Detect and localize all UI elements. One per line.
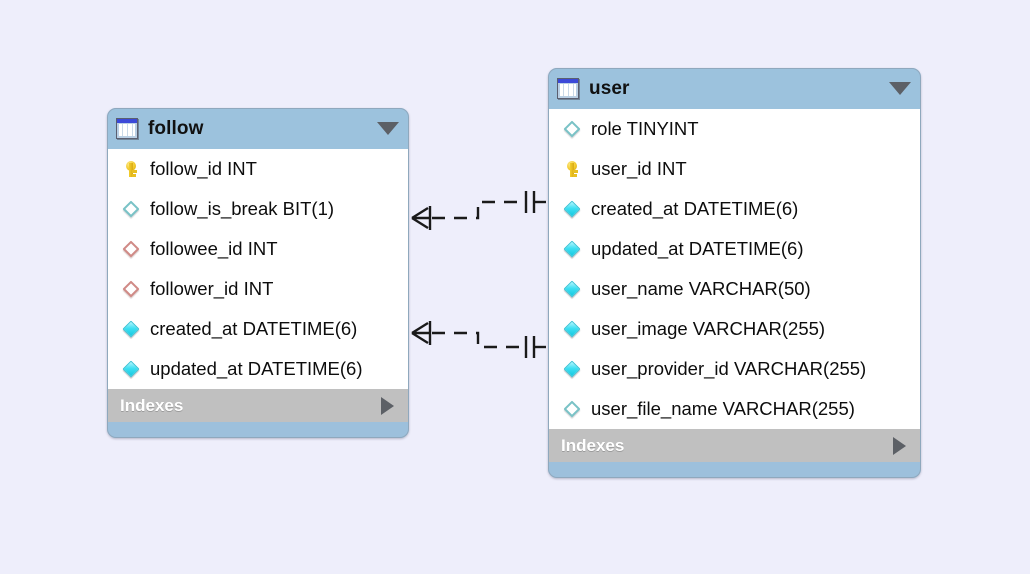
- column-label: follow_is_break BIT(1): [150, 198, 335, 219]
- column-label: user_image VARCHAR(255): [591, 318, 826, 339]
- nullable-diamond-icon: [120, 199, 141, 220]
- foreign-key-diamond-icon: [120, 279, 141, 300]
- notnull-diamond-icon: [561, 279, 582, 300]
- table-row[interactable]: follow_id INT: [108, 149, 408, 189]
- table-user-indexes[interactable]: Indexes: [548, 429, 921, 462]
- table-user[interactable]: user role TINYINT user_id INT created_at…: [548, 68, 921, 478]
- table-follow-footer: [107, 422, 409, 438]
- notnull-diamond-icon: [561, 199, 582, 220]
- column-label: created_at DATETIME(6): [591, 198, 799, 219]
- table-follow-header[interactable]: follow: [107, 108, 409, 149]
- table-row[interactable]: follower_id INT: [108, 269, 408, 309]
- relationship-followee-user: [411, 191, 546, 230]
- one-and-only-one-marker: [524, 191, 536, 213]
- table-row[interactable]: user_id INT: [549, 149, 920, 189]
- column-label: updated_at DATETIME(6): [150, 358, 363, 379]
- relationship-follower-user: [411, 321, 546, 358]
- table-user-columns: role TINYINT user_id INT created_at DATE…: [548, 109, 921, 429]
- relationship-line: [432, 200, 520, 220]
- primary-key-icon: [561, 159, 582, 180]
- notnull-diamond-icon: [120, 359, 141, 380]
- table-row[interactable]: role TINYINT: [549, 109, 920, 149]
- column-label: followee_id INT: [150, 238, 278, 259]
- table-row[interactable]: user_name VARCHAR(50): [549, 269, 920, 309]
- notnull-diamond-icon: [561, 319, 582, 340]
- table-icon: [116, 118, 138, 139]
- nullable-diamond-icon: [561, 399, 582, 420]
- indexes-label: Indexes: [561, 435, 625, 455]
- column-label: user_name VARCHAR(50): [591, 278, 811, 299]
- table-row[interactable]: user_file_name VARCHAR(255): [549, 389, 920, 429]
- notnull-diamond-icon: [561, 239, 582, 260]
- notnull-diamond-icon: [561, 359, 582, 380]
- column-label: role TINYINT: [591, 118, 699, 139]
- primary-key-icon: [120, 159, 141, 180]
- triangle-right-icon[interactable]: [893, 436, 906, 455]
- column-label: user_provider_id VARCHAR(255): [591, 358, 867, 379]
- table-row[interactable]: updated_at DATETIME(6): [108, 349, 408, 389]
- table-row[interactable]: user_provider_id VARCHAR(255): [549, 349, 920, 389]
- table-user-footer: [548, 462, 921, 478]
- column-label: created_at DATETIME(6): [150, 318, 358, 339]
- triangle-right-icon[interactable]: [381, 396, 394, 415]
- table-user-header[interactable]: user: [548, 68, 921, 109]
- notnull-diamond-icon: [120, 319, 141, 340]
- crowfoot-many-marker: [411, 321, 430, 345]
- foreign-key-diamond-icon: [120, 239, 141, 260]
- table-row[interactable]: updated_at DATETIME(6): [549, 229, 920, 269]
- crowfoot-many-marker: [411, 206, 430, 230]
- table-row[interactable]: created_at DATETIME(6): [108, 309, 408, 349]
- table-row[interactable]: created_at DATETIME(6): [549, 189, 920, 229]
- triangle-down-icon[interactable]: [889, 82, 911, 95]
- table-row[interactable]: followee_id INT: [108, 229, 408, 269]
- table-follow-title: follow: [148, 117, 204, 139]
- column-label: updated_at DATETIME(6): [591, 238, 804, 259]
- column-label: follow_id INT: [150, 158, 257, 179]
- table-icon: [557, 78, 579, 99]
- table-follow[interactable]: follow follow_id INT follow_is_break BIT…: [107, 108, 409, 438]
- table-row[interactable]: user_image VARCHAR(255): [549, 309, 920, 349]
- indexes-label: Indexes: [120, 395, 184, 415]
- one-and-only-one-marker: [524, 336, 536, 358]
- column-label: user_file_name VARCHAR(255): [591, 398, 855, 419]
- relationship-line: [432, 331, 520, 349]
- table-user-title: user: [589, 77, 630, 99]
- table-follow-indexes[interactable]: Indexes: [107, 389, 409, 422]
- column-label: follower_id INT: [150, 278, 274, 299]
- column-label: user_id INT: [591, 158, 687, 179]
- table-row[interactable]: follow_is_break BIT(1): [108, 189, 408, 229]
- table-follow-columns: follow_id INT follow_is_break BIT(1) fol…: [107, 149, 409, 389]
- triangle-down-icon[interactable]: [377, 122, 399, 135]
- nullable-diamond-icon: [561, 119, 582, 140]
